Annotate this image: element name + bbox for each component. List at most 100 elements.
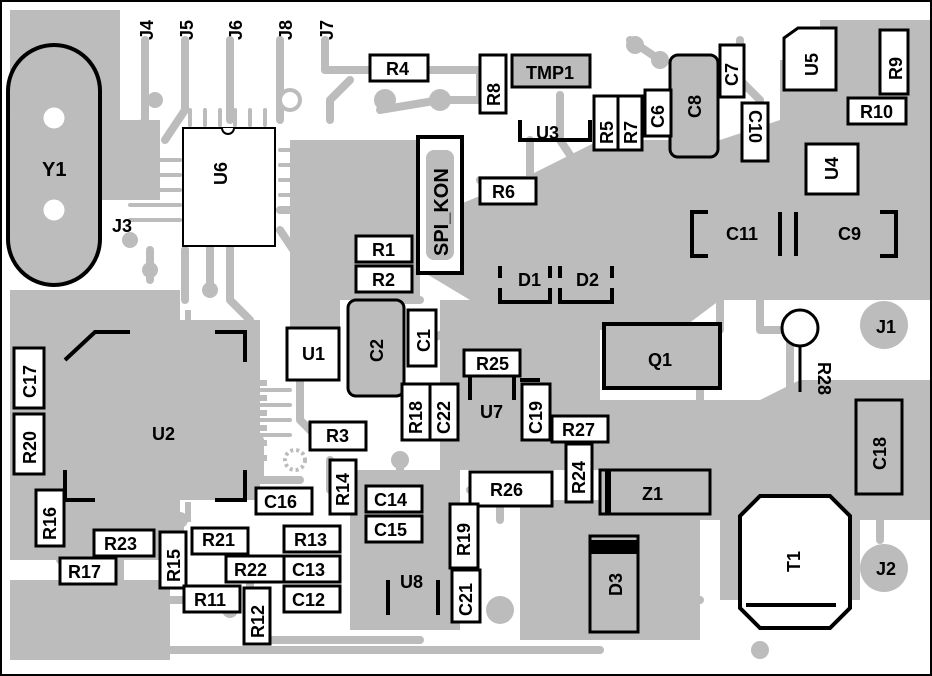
sensor-tmp1 bbox=[510, 53, 592, 89]
label-c10: C10 bbox=[745, 110, 765, 143]
res-r13 bbox=[282, 524, 342, 554]
via-open bbox=[283, 448, 307, 472]
cap-c19 bbox=[520, 382, 552, 442]
label-r10: R10 bbox=[860, 102, 893, 122]
vias bbox=[21, 36, 812, 659]
label-r5: R5 bbox=[597, 121, 617, 144]
label-j4: J4 bbox=[137, 20, 157, 40]
label-r25: R25 bbox=[476, 354, 509, 374]
label-r26: R26 bbox=[490, 480, 523, 500]
label-c9: C9 bbox=[838, 224, 861, 244]
label-tmp1: TMP1 bbox=[526, 63, 574, 83]
label-j7: J7 bbox=[317, 20, 337, 40]
diode-z1 bbox=[598, 468, 712, 516]
res-r10 bbox=[846, 96, 908, 126]
res-r26 bbox=[468, 470, 554, 508]
label-u7: U7 bbox=[480, 402, 503, 422]
label-j5: J5 bbox=[177, 20, 197, 40]
label-y1: Y1 bbox=[42, 159, 66, 181]
u2-pins bbox=[45, 310, 267, 522]
label-d2: D2 bbox=[576, 270, 599, 290]
res-r9 bbox=[878, 28, 910, 96]
transformer-t1 bbox=[738, 494, 852, 630]
cap-c16 bbox=[254, 486, 314, 516]
label-r18: R18 bbox=[406, 401, 426, 434]
cap-c7 bbox=[718, 43, 746, 99]
label-u5: U5 bbox=[802, 53, 822, 76]
label-c16: C16 bbox=[264, 492, 297, 512]
label-c7: C7 bbox=[722, 63, 742, 86]
res-r20 bbox=[12, 412, 46, 476]
cap-c14 bbox=[364, 484, 424, 514]
label-r7: R7 bbox=[621, 121, 641, 144]
label-u3: U3 bbox=[536, 123, 559, 143]
label-c15: C15 bbox=[374, 520, 407, 540]
label-c2: C2 bbox=[367, 339, 387, 362]
label-u4: U4 bbox=[822, 157, 842, 180]
smd-components bbox=[12, 28, 910, 646]
res-r19 bbox=[448, 502, 480, 570]
label-r28: R28 bbox=[814, 362, 834, 395]
label-u2: U2 bbox=[152, 424, 175, 444]
label-r8: R8 bbox=[484, 83, 504, 106]
label-r24: R24 bbox=[569, 461, 589, 494]
label-c1: C1 bbox=[414, 329, 434, 352]
chip-u1 bbox=[285, 326, 341, 382]
cap-c18 bbox=[854, 398, 904, 496]
label-d1: D1 bbox=[518, 270, 541, 290]
label-r4: R4 bbox=[386, 59, 409, 79]
res-r24 bbox=[564, 442, 594, 504]
diodes-d1-d2 bbox=[498, 266, 614, 304]
label-r20: R20 bbox=[20, 431, 40, 464]
label-c14: C14 bbox=[374, 490, 407, 510]
res-r7 bbox=[616, 94, 644, 152]
res-r2 bbox=[354, 264, 414, 294]
label-r6: R6 bbox=[492, 182, 515, 202]
silkscreen-labels: J4 J5 J6 J8 J7 Y1 J3 U6 SPI_KON R4 R8 TM… bbox=[20, 20, 906, 638]
label-r23: R23 bbox=[104, 534, 137, 554]
cap-c12 bbox=[282, 584, 342, 614]
chip-u5 bbox=[782, 26, 838, 92]
label-j2: J2 bbox=[876, 559, 896, 579]
label-r16: R16 bbox=[40, 507, 60, 540]
res-r3 bbox=[308, 420, 368, 452]
r28-pad bbox=[780, 308, 820, 348]
res-r12 bbox=[242, 586, 272, 646]
connector-j2 bbox=[860, 544, 908, 592]
chip-u6 bbox=[182, 127, 276, 247]
crystal-y1 bbox=[6, 43, 102, 287]
res-r6 bbox=[478, 176, 538, 206]
res-r27 bbox=[550, 414, 610, 444]
connector-j1 bbox=[860, 301, 908, 349]
label-u8: U8 bbox=[400, 572, 423, 592]
res-r11 bbox=[182, 584, 242, 614]
label-c11: C11 bbox=[726, 224, 758, 244]
label-r1: R1 bbox=[372, 240, 395, 260]
label-j8: J8 bbox=[276, 20, 296, 40]
res-r15 bbox=[158, 530, 188, 590]
res-r23 bbox=[92, 528, 156, 558]
label-c6: C6 bbox=[648, 105, 668, 128]
res-r17 bbox=[58, 556, 118, 586]
label-r13: R13 bbox=[294, 530, 327, 550]
label-r27: R27 bbox=[562, 420, 595, 440]
diode-d3 bbox=[588, 534, 640, 634]
label-r12: R12 bbox=[248, 605, 268, 638]
cap-c2 bbox=[346, 298, 406, 398]
via-open bbox=[278, 88, 302, 112]
label-r3: R3 bbox=[326, 426, 349, 446]
res-r4 bbox=[368, 53, 430, 83]
label-j6: J6 bbox=[226, 20, 246, 40]
q1-pads bbox=[632, 280, 708, 424]
label-u1: U1 bbox=[302, 344, 325, 364]
label-spi-kon: SPI_KON bbox=[431, 168, 453, 256]
label-r14: R14 bbox=[333, 473, 353, 506]
label-j1: J1 bbox=[876, 317, 896, 337]
chip-u4 bbox=[804, 142, 860, 196]
label-c17: C17 bbox=[20, 365, 40, 398]
label-u6: U6 bbox=[211, 162, 231, 185]
cap-c6 bbox=[643, 88, 673, 138]
res-r14 bbox=[328, 458, 358, 516]
